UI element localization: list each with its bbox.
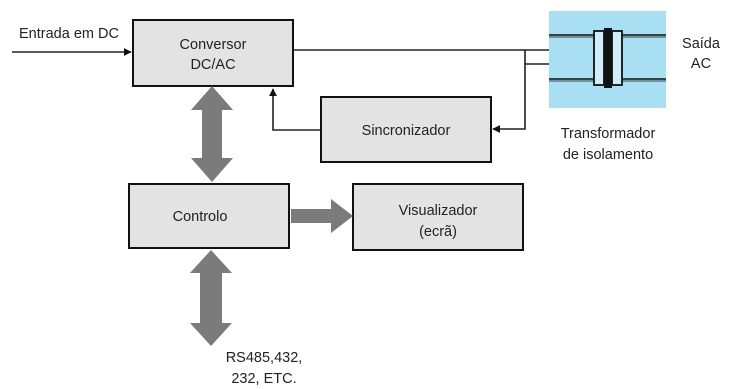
transformer-feedback-line <box>492 63 549 133</box>
ac-output-label-line-2: AC <box>691 56 711 72</box>
transformer-symbol <box>549 11 666 108</box>
control-interface-double-arrow <box>190 250 232 346</box>
interface-label-line-1: RS485,432, <box>226 350 303 366</box>
display-label-line-2: (ecrã) <box>419 224 457 240</box>
control-label: Controlo <box>173 209 228 225</box>
control-block: Controlo <box>128 183 290 249</box>
converter-control-double-arrow <box>191 86 233 182</box>
converter-label-line-1: Conversor <box>180 37 247 53</box>
sync-to-converter-line <box>269 88 321 131</box>
transformer-label-line-2: de isolamento <box>563 147 653 163</box>
transformer-label-line-1: Transformador <box>561 126 656 142</box>
display-label-line-1: Visualizador <box>399 203 478 219</box>
dc-input-label: Entrada em DC <box>19 26 119 42</box>
interface-label-line-2: 232, ETC. <box>231 371 296 387</box>
synchronizer-label: Sincronizador <box>362 123 451 139</box>
converter-label-line-2: DC/AC <box>190 57 235 73</box>
display-block: Visualizador (ecrã) <box>352 183 524 251</box>
control-display-arrow <box>291 199 353 233</box>
ac-output-label-line-1: Saída <box>682 36 721 52</box>
converter-block: Conversor DC/AC <box>132 19 294 87</box>
synchronizer-block: Sincronizador <box>320 96 492 163</box>
